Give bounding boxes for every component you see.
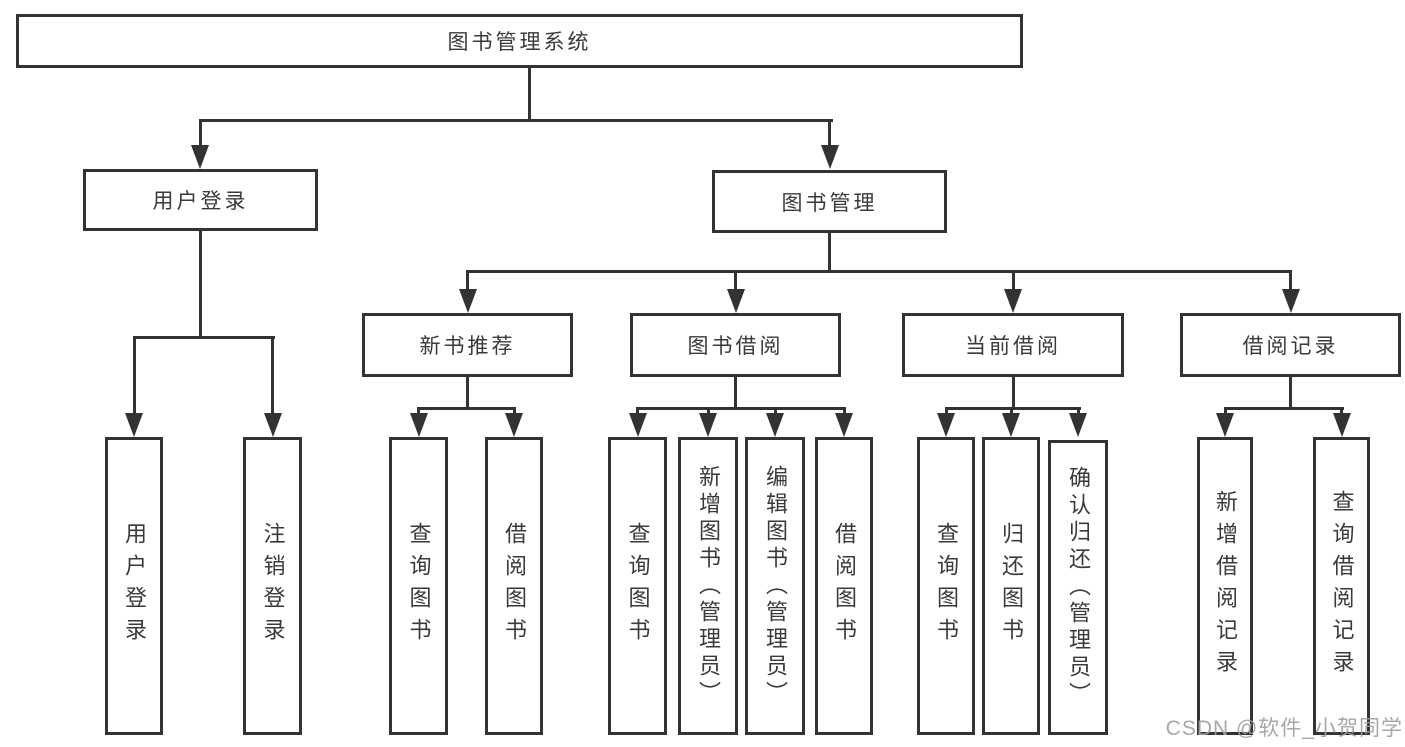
arrowhead-down-icon [820, 145, 839, 169]
node-label: 借阅记录 [1242, 335, 1339, 358]
arrowhead-down-icon [263, 413, 282, 437]
leaf-add-borrow-record: 新增借阅记录 [1197, 437, 1253, 735]
leaf-query-books-2: 查询图书 [608, 437, 667, 735]
leaf-edit-books-admin: 编辑图书（管理员） [745, 437, 805, 735]
leaf-label: 归还图书 [999, 522, 1024, 650]
node-label: 当前借阅 [965, 335, 1061, 358]
csdn-watermark: CSDN @软件_小贺同学 [1165, 717, 1403, 740]
arrowhead-down-icon [458, 289, 477, 313]
leaf-label: 借阅图书 [502, 522, 527, 650]
arrowhead-down-icon [726, 289, 745, 313]
connector-line [1009, 407, 1013, 416]
arrowhead-down-icon [699, 413, 717, 437]
leaf-borrow-books-2: 借阅图书 [815, 437, 873, 735]
node-label: 新书推荐 [419, 335, 516, 358]
connector-line [1011, 270, 1015, 291]
connector-line [512, 407, 516, 416]
arrowhead-down-icon [628, 413, 647, 437]
connector-line [1223, 407, 1344, 410]
connector-line [944, 407, 948, 416]
connector-line [1340, 407, 1343, 416]
leaf-label: 编辑图书（管理员） [763, 464, 788, 708]
arrowhead-down-icon [937, 413, 955, 437]
connector-line [466, 270, 1292, 273]
arrowhead-down-icon [1004, 289, 1022, 313]
leaf-label: 确认归还（管理员） [1066, 466, 1091, 709]
node-label: 图书管理系统 [447, 31, 592, 54]
arrowhead-down-icon [1002, 413, 1020, 437]
connector-line [636, 407, 639, 416]
leaf-label: 借阅图书 [832, 522, 857, 650]
leaf-confirm-return-admin: 确认归还（管理员） [1048, 440, 1108, 735]
leaf-query-books-3: 查询图书 [917, 437, 975, 735]
connector-line [1289, 377, 1292, 409]
arrowhead-down-icon [409, 413, 428, 437]
connector-line [132, 336, 275, 339]
connector-line [706, 407, 710, 416]
connector-line [417, 407, 516, 410]
leaf-return-books: 归还图书 [982, 437, 1040, 735]
connector-line [466, 270, 469, 291]
connector-line [527, 68, 531, 119]
arrowhead-down-icon [766, 413, 784, 437]
connector-line [417, 407, 420, 416]
connector-line [271, 336, 274, 415]
node-user-login: 用户登录 [83, 169, 318, 231]
connector-line [198, 231, 202, 338]
leaf-query-books-1: 查询图书 [389, 437, 448, 735]
connector-line [1011, 377, 1015, 409]
connector-line [1289, 270, 1292, 291]
leaf-label: 查询图书 [625, 522, 651, 650]
connector-line [466, 377, 469, 409]
node-book-borrowing: 图书借阅 [630, 313, 841, 377]
leaf-borrow-books-1: 借阅图书 [485, 437, 543, 735]
leaf-logout: 注销登录 [243, 437, 302, 735]
leaf-label: 新增借阅记录 [1213, 490, 1238, 682]
leaf-label: 查询借阅记录 [1329, 490, 1355, 682]
leaf-label: 用户登录 [122, 522, 147, 650]
connector-line [198, 119, 202, 147]
arrowhead-down-icon [1332, 413, 1351, 437]
node-book-management: 图书管理 [712, 170, 947, 233]
leaf-label: 注销登录 [260, 522, 286, 650]
leaf-add-books-admin: 新增图书（管理员） [678, 437, 738, 735]
arrowhead-down-icon [1069, 413, 1087, 437]
node-current-borrowing: 当前借阅 [902, 313, 1124, 377]
leaf-label: 查询图书 [934, 522, 959, 650]
connector-line [828, 119, 831, 147]
arrowhead-down-icon [1216, 413, 1234, 437]
leaf-query-borrow-record: 查询借阅记录 [1313, 437, 1370, 735]
arrowhead-down-icon [1281, 289, 1300, 313]
connector-line [199, 119, 833, 122]
connector-line [132, 336, 136, 415]
leaf-label: 查询图书 [406, 522, 432, 650]
connector-line [828, 233, 831, 273]
connector-line [734, 377, 737, 409]
connector-line [1076, 407, 1080, 416]
node-new-book-recommendation: 新书推荐 [362, 313, 573, 377]
node-label: 用户登录 [152, 190, 249, 213]
connector-line [842, 407, 846, 416]
node-library-system: 图书管理系统 [16, 14, 1023, 68]
connector-line [773, 407, 777, 416]
connector-line [734, 270, 737, 291]
leaf-label: 新增图书（管理员） [696, 464, 721, 708]
node-borrowing-records: 借阅记录 [1180, 313, 1401, 377]
arrowhead-down-icon [191, 145, 209, 169]
arrowhead-down-icon [505, 413, 523, 437]
leaf-user-login: 用户登录 [105, 437, 163, 735]
node-label: 图书管理 [781, 191, 878, 215]
connector-line [944, 407, 1081, 410]
connector-line [1223, 407, 1227, 416]
arrowhead-down-icon [835, 413, 853, 437]
node-label: 图书借阅 [687, 335, 784, 358]
connector-line [636, 407, 846, 410]
arrowhead-down-icon [125, 413, 143, 437]
